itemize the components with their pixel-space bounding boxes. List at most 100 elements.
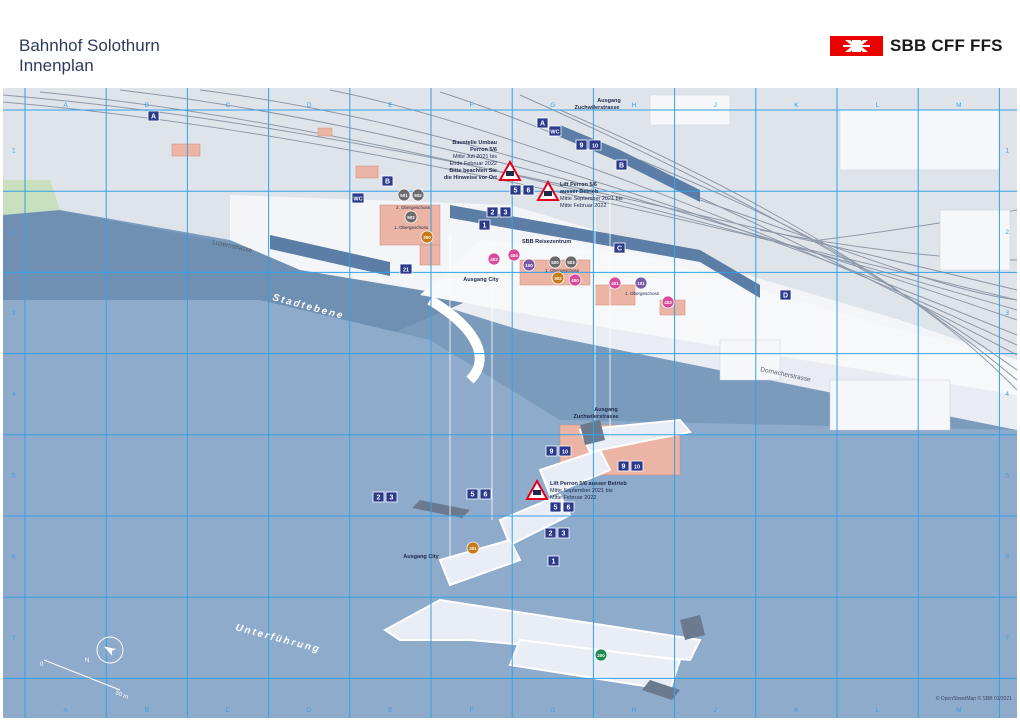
poi-marker: 403 [661, 295, 675, 309]
warning-icon [498, 159, 522, 181]
svg-text:3: 3 [504, 210, 508, 217]
sector-b-badge: B [381, 175, 394, 187]
grid-column-label: E [388, 707, 393, 714]
sector-d-badge: D [779, 289, 792, 301]
track-6-badge: 6 [479, 488, 492, 500]
svg-text:101: 101 [637, 281, 645, 286]
track-3-badge: 3 [557, 527, 570, 539]
exit-north-lower-line2: Zuchwilerstrasse [574, 414, 619, 420]
svg-text:B: B [385, 179, 390, 186]
svg-text:302: 302 [554, 276, 562, 281]
poi-marker: 502 [411, 188, 425, 202]
poi-marker: 101 [634, 276, 648, 290]
svg-text:9: 9 [550, 449, 554, 456]
poi-marker: 300 [420, 230, 434, 244]
grid-column-label: A [63, 102, 68, 109]
svg-text:1: 1 [483, 223, 487, 230]
grid-column-label: D [307, 707, 312, 714]
track-1-badge: 1 [478, 219, 491, 231]
grid-row-label: 2 [12, 229, 16, 236]
poi-marker: 301 [466, 541, 480, 555]
svg-text:502: 502 [414, 193, 422, 198]
svg-text:Mitte Februar 2022: Mitte Februar 2022 [550, 495, 596, 501]
svg-text:Mitte Juli 2021 bis: Mitte Juli 2021 bis [453, 154, 497, 160]
scale-50m: 50 m [114, 690, 129, 701]
grid-column-label: L [876, 707, 880, 714]
poi-marker: 100 [522, 258, 536, 272]
svg-text:10: 10 [592, 144, 598, 150]
grid-row-label: 6 [1005, 554, 1009, 561]
grid-row-label: 5 [12, 472, 16, 479]
svg-text:5: 5 [554, 505, 558, 512]
grid-row-label: 1 [12, 148, 16, 155]
floor-1-label: 1. Obergeschoss [394, 225, 429, 230]
poi-marker: 302 [551, 271, 565, 285]
svg-text:Lift Perron 5/6: Lift Perron 5/6 [560, 182, 597, 188]
page-title: Bahnhof Solothurn Innenplan [19, 36, 160, 76]
svg-text:200: 200 [597, 653, 605, 658]
poi-marker: 502 [404, 210, 418, 224]
grid-column-label: J [714, 707, 717, 714]
underpass-plate [3, 300, 1017, 718]
grid-column-label: H [632, 102, 637, 109]
track-1-badge: 1 [547, 555, 560, 567]
poi-marker: 401 [608, 276, 622, 290]
sbb-logo: SBB CFF FFS [830, 35, 1003, 57]
track-10-badge: 10 [558, 445, 572, 457]
travel-centre-label: SBB Reisezentrum [522, 239, 571, 245]
svg-text:2: 2 [549, 531, 553, 538]
grid-row-label: 4 [12, 391, 16, 398]
north-arrow: N [85, 636, 124, 664]
grid-column-label: D [307, 102, 312, 109]
sector-a-badge: A [147, 110, 160, 122]
svg-text:3: 3 [390, 495, 394, 502]
svg-text:301: 301 [469, 546, 477, 551]
grid-column-label: E [388, 102, 393, 109]
svg-text:Ende Februar 2022: Ende Februar 2022 [450, 161, 497, 167]
grid-column-label: J [714, 102, 717, 109]
grid-row-label: 3 [1005, 310, 1009, 317]
svg-text:100: 100 [525, 263, 533, 268]
svg-text:Perron 5/6: Perron 5/6 [470, 147, 497, 153]
grid-column-label: G [550, 102, 555, 109]
poi-marker: 503 [564, 255, 578, 269]
floor-1-label-ne: 1. Obergeschoss [625, 291, 660, 296]
track-5-badge: 5 [509, 184, 522, 196]
wc-badge: WC [548, 125, 562, 137]
svg-text:A: A [151, 114, 156, 121]
construction-notice: Baustelle Umbau Perron 5/6 Mitte Juli 20… [444, 140, 497, 181]
grid-column-label: B [145, 102, 149, 109]
grid-column-label: A [63, 707, 68, 714]
svg-text:6: 6 [527, 188, 531, 195]
svg-text:Lift Perron 5/6 ausser Betrieb: Lift Perron 5/6 ausser Betrieb [550, 481, 627, 487]
lift-shafts [449, 190, 611, 560]
grid-column-label: B [145, 707, 149, 714]
svg-text:WC: WC [353, 197, 362, 203]
grid-column-label: L [876, 102, 880, 109]
underpass-stairs [412, 420, 705, 700]
poi-marker: 402 [487, 252, 501, 266]
svg-text:500: 500 [551, 260, 559, 265]
svg-text:WC: WC [550, 130, 559, 136]
svg-text:ausser Betrieb: ausser Betrieb [560, 189, 599, 195]
svg-text:Baustelle Umbau: Baustelle Umbau [452, 140, 497, 146]
poi-marker: 404 [507, 248, 521, 262]
floor-2-label: 2. Obergeschoss [396, 205, 431, 210]
floor-1-label-east: 1. Obergeschoss [545, 268, 580, 273]
warning-icon [536, 179, 560, 201]
sector-b-badge: B [615, 159, 628, 171]
svg-text:A: A [540, 121, 545, 128]
grid-column-label: M [956, 707, 961, 714]
svg-text:6: 6 [484, 492, 488, 499]
road-curve [427, 295, 485, 384]
track-6-badge: 6 [522, 184, 535, 196]
svg-text:10: 10 [634, 465, 640, 471]
svg-text:502: 502 [407, 215, 415, 220]
exit-city-lower: Ausgang City [403, 554, 439, 560]
svg-text:Mitte Februar 2022: Mitte Februar 2022 [560, 203, 606, 209]
track-10-badge: 10 [588, 139, 602, 151]
svg-text:Mitte September 2021 bis: Mitte September 2021 bis [550, 488, 613, 494]
track-5-badge: 5 [549, 501, 562, 513]
svg-text:B: B [619, 163, 624, 170]
